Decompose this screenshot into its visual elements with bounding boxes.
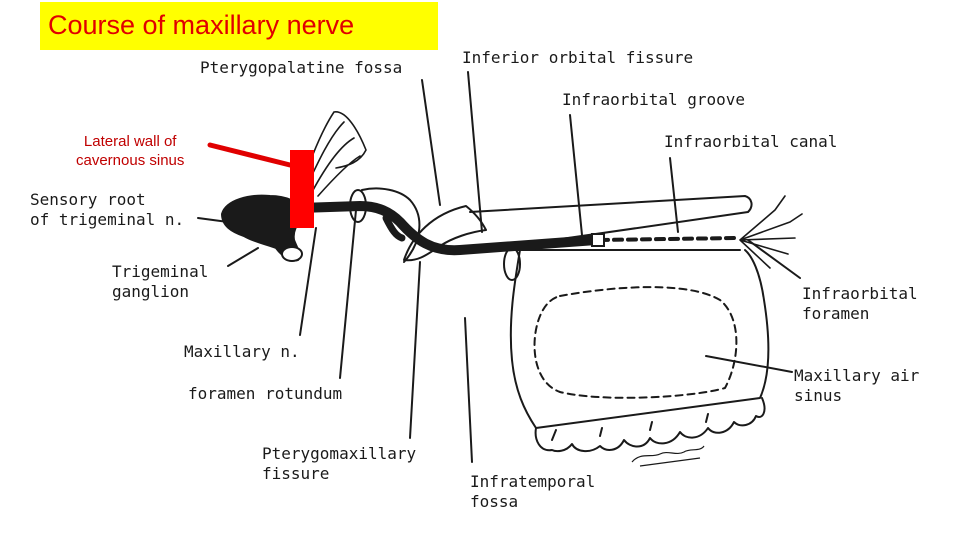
pterygoid-plate [361,187,421,263]
infraorbital-branches [739,195,803,269]
label-pterygomaxillary-line2: fissure [262,464,330,483]
pterygopalatine-fossa-shape [403,205,487,262]
leader-maxillary-sinus [705,355,793,373]
label-trigeminal-line2: ganglion [112,282,190,301]
label-infraorbital-foramen-line2: foramen [802,304,870,323]
maxillary-nerve [295,200,601,256]
label-maxillary-sinus-line1: Maxillary air [794,366,920,385]
label-trigeminal-line1: Trigeminal [112,262,209,281]
label-infratemporal-line1: Infratemporal [470,472,596,491]
label-inferior-orbital-fissure: Inferior orbital fissure [462,48,694,67]
page-title: Course of maxillary nerve [48,10,355,40]
label-pterygopalatine-fossa: Pterygopalatine fossa [200,58,403,77]
red-pointer-line [207,142,293,168]
label-sensory-root-line1: Sensory root [30,190,146,209]
label-sensory-root: Sensory root of trigeminal n. [30,190,184,230]
leader-inferior-orbital [467,71,483,233]
branch-to-ganglion [382,214,406,242]
leader-pterygopalatine [421,79,441,206]
infraorbital-nerve-dashed [598,236,738,242]
ganglion-root-end [281,246,303,262]
label-sensory-root-line2: of trigeminal n. [30,210,185,229]
signature-scribble [631,445,705,467]
leader-maxillary-n [299,227,317,336]
label-infratemporal-line2: fossa [470,492,519,511]
maxilla-outline [509,249,770,429]
label-trigeminal-ganglion: Trigeminal ganglion [112,262,208,302]
label-foramen-rotundum: foramen rotundum [188,384,343,403]
label-infraorbital-groove: Infraorbital groove [562,90,746,109]
label-maxillary-n: Maxillary n. [184,342,300,361]
label-maxillary-air-sinus: Maxillary air sinus [794,366,919,406]
orbital-floor-outline [469,195,753,251]
nerve-root-fibres [299,111,367,197]
leader-infraorbital-foramen [747,239,801,279]
title-banner [40,2,438,50]
tooth-grooves [551,413,709,441]
label-lateral-wall-line2: cavernous sinus [76,152,185,169]
leader-infraorbital-canal [669,157,679,233]
label-infraorbital-foramen-line1: Infraorbital [802,284,918,303]
label-pterygomaxillary-fissure: Pterygomaxillary fissure [262,444,416,484]
label-infraorbital-foramen: Infraorbital foramen [802,284,918,324]
label-infratemporal-fossa: Infratemporal fossa [470,472,595,512]
maxillary-sinus-outline [533,286,738,399]
leader-foramen-rotundum [339,209,357,379]
cavernous-sinus-wall-marker [290,150,314,228]
label-lateral-wall-line1: Lateral wall of [83,133,177,150]
label-lateral-wall-cavernous-sinus: Lateral wall of cavernous sinus [76,132,184,170]
leader-trigeminal [227,247,259,267]
label-infraorbital-canal: Infraorbital canal [664,132,838,151]
leader-infraorbital-groove [569,114,583,236]
canal-entry [591,233,605,247]
label-pterygomaxillary-line1: Pterygomaxillary [262,444,417,463]
label-maxillary-sinus-line2: sinus [794,386,843,405]
leader-infratemporal [464,317,473,463]
teeth [534,397,766,453]
leader-pterygomaxillary [409,261,421,439]
